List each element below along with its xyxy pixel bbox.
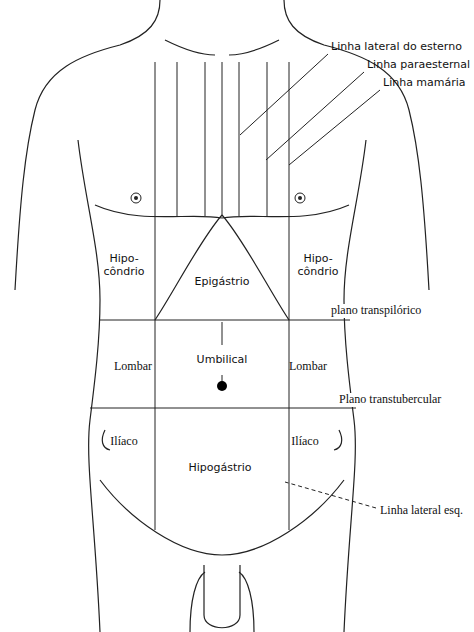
region-name: Umbilical [197,354,248,367]
region-name: Hipogástrio [188,462,251,475]
nipples [131,193,305,203]
umbilicus [217,381,227,391]
region-name: Ilíaco [110,435,137,449]
plane-name: plano transpilórico [330,304,422,318]
line-name: Linha mamária [383,77,466,90]
region-name: Hipo- côndrio [294,253,342,278]
leader-lines [240,54,380,508]
reference-lines [90,62,356,530]
line-name: Linha lateral do esterno [331,41,462,54]
line-name: Linha lateral esq. [380,504,463,518]
region-name: Ilíaco [291,435,318,449]
region-name: Lombar [289,360,327,374]
region-name: Hipo- côndrio [100,253,148,278]
plane-name: Plano transtubercular [338,393,442,407]
region-name: Lombar [114,360,152,374]
region-name: Epigástrio [194,276,249,289]
body-outline [15,0,429,632]
line-name: Linha paraesternal [367,59,470,72]
